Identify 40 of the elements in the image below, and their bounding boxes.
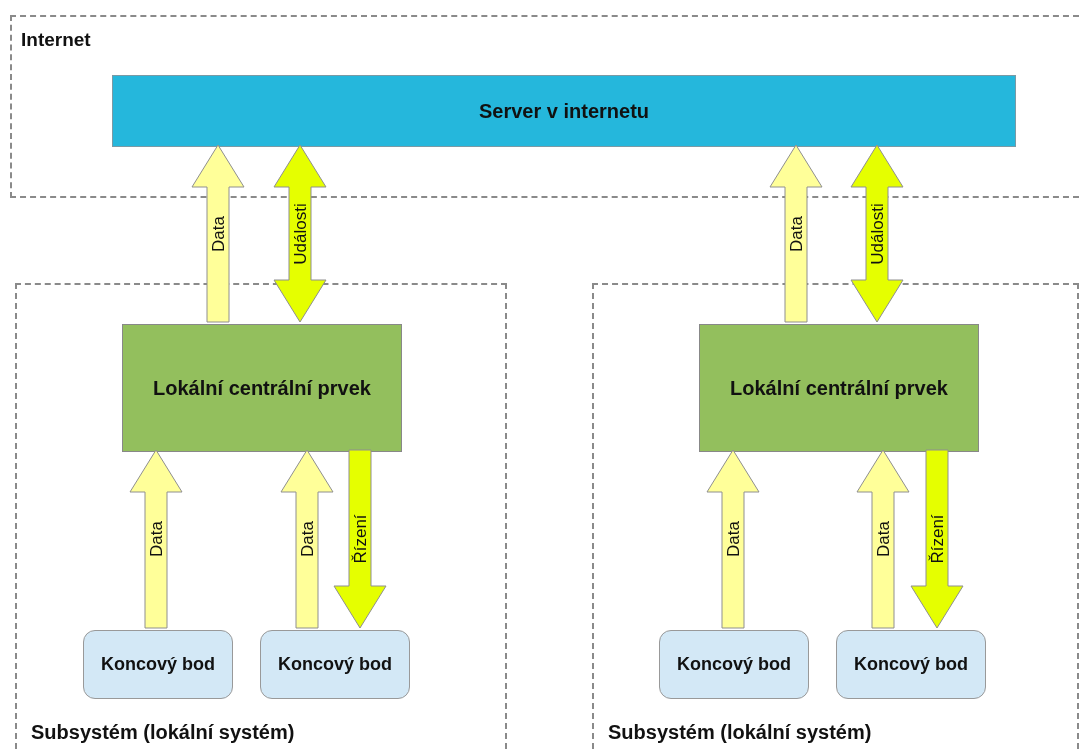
endpoint-box	[836, 630, 986, 699]
block-arrow	[856, 449, 910, 629]
edge-label: Řízení	[351, 514, 369, 564]
process-box	[699, 324, 979, 452]
node-label: Internet	[21, 29, 91, 50]
block-arrow	[850, 144, 904, 323]
process-box	[122, 324, 402, 452]
region-outline	[15, 283, 507, 749]
endpoint-box	[659, 630, 809, 699]
block-arrow	[333, 449, 387, 629]
edge-label: Data	[147, 521, 165, 557]
node-label: Lokální centrální prvek	[730, 376, 948, 401]
block-arrow	[129, 449, 183, 629]
endpoint-box	[260, 630, 410, 699]
edge-label: Řízení	[928, 514, 946, 564]
block-arrow	[191, 144, 245, 323]
region-outline	[10, 15, 1079, 198]
block-arrow	[273, 144, 327, 323]
region-outline	[592, 283, 1079, 749]
edge-label: Data	[724, 521, 742, 557]
node-label: Server v internetu	[478, 99, 650, 124]
node-label: Koncový bod	[278, 653, 392, 676]
node-label: Koncový bod	[101, 653, 215, 676]
block-arrow	[280, 449, 334, 629]
block-arrow	[910, 449, 964, 629]
edge-label: Data	[298, 521, 316, 557]
edge-label: Události	[868, 202, 886, 265]
node-label: Lokální centrální prvek	[153, 376, 371, 401]
server-box	[112, 75, 1016, 147]
block-arrow	[769, 144, 823, 323]
block-arrow	[706, 449, 760, 629]
edge-label: Data	[787, 215, 805, 252]
edge-label: Data	[209, 215, 227, 252]
node-label: Subsystém (lokální systém)	[31, 721, 295, 743]
endpoint-box	[83, 630, 233, 699]
edge-label: Události	[291, 202, 309, 265]
edge-label: Data	[874, 521, 892, 557]
node-label: Koncový bod	[677, 653, 791, 676]
node-label: Subsystém (lokální systém)	[608, 721, 872, 743]
node-label: Koncový bod	[854, 653, 968, 676]
